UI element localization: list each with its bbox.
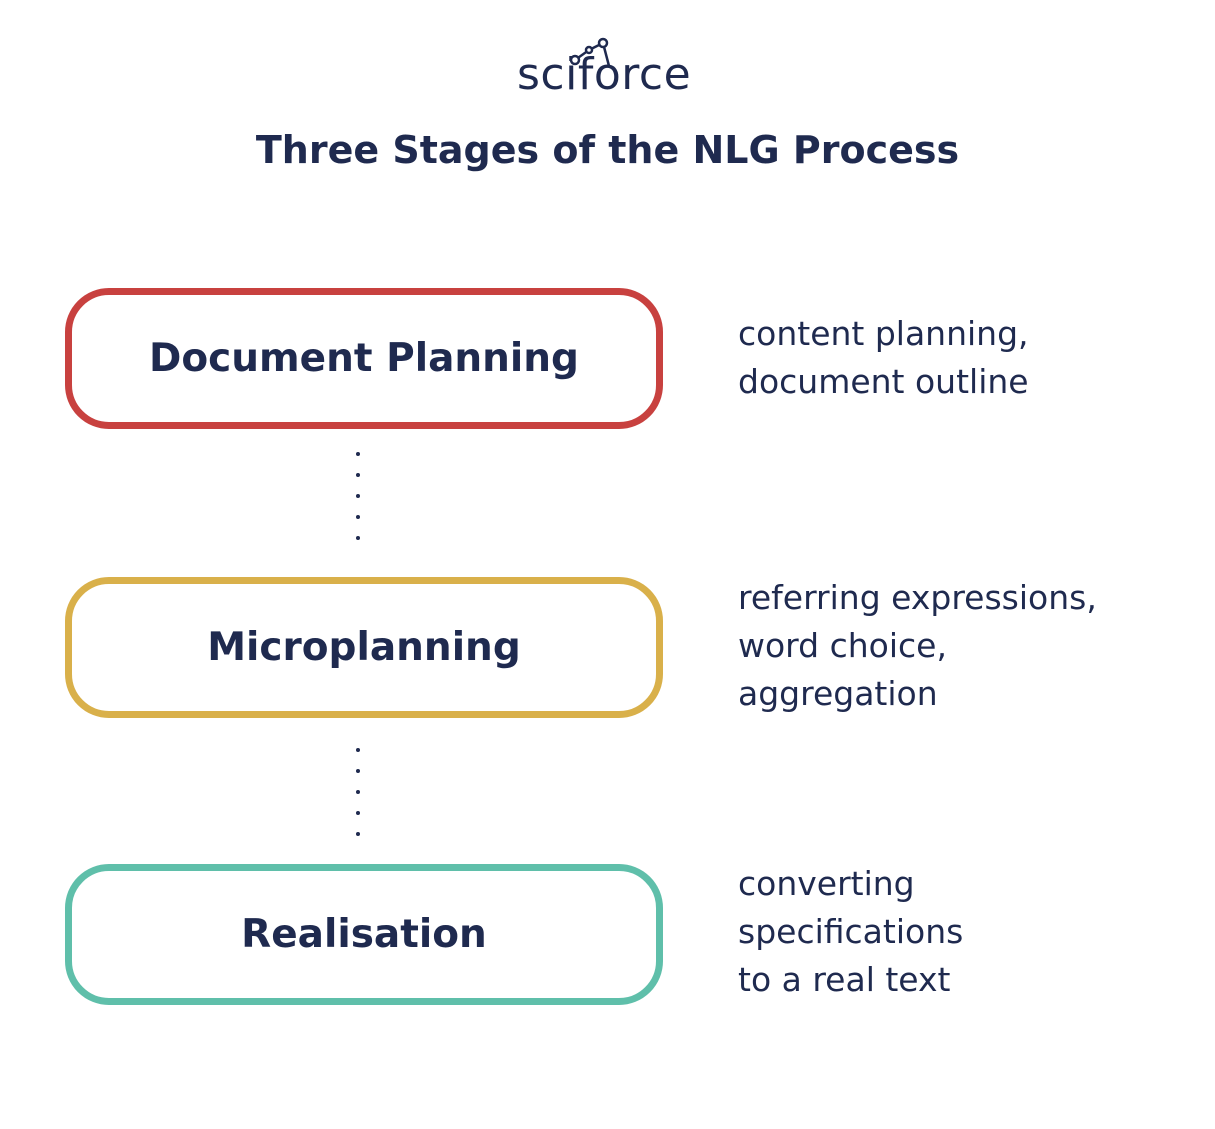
connector-dot xyxy=(356,790,360,794)
description-line: specifications xyxy=(738,912,964,951)
stage-description-microplanning: referring expressions, word choice, aggr… xyxy=(738,574,1097,718)
connector-dot xyxy=(356,832,360,836)
stage-label-microplanning: Microplanning xyxy=(207,624,521,670)
stage-box-document-planning: Document Planning xyxy=(65,288,663,429)
description-line: document outline xyxy=(738,362,1029,401)
logo-wordmark: sciforce xyxy=(517,49,692,100)
diagram-title: Three Stages of the NLG Process xyxy=(255,128,960,172)
sciforce-logo: sciforce xyxy=(505,36,720,106)
stage-description-document-planning: content planning, document outline xyxy=(738,310,1029,406)
stage-label-realisation: Realisation xyxy=(241,911,487,957)
description-line: content planning, xyxy=(738,314,1029,353)
dotted-connector xyxy=(355,452,361,548)
connector-dot xyxy=(356,494,360,498)
stage-description-realisation: converting specifications to a real text xyxy=(738,860,963,1004)
description-line: to a real text xyxy=(738,960,951,999)
connector-dot xyxy=(356,452,360,456)
stage-box-microplanning: Microplanning xyxy=(65,577,663,718)
stage-box-realisation: Realisation xyxy=(65,864,663,1005)
description-line: converting xyxy=(738,864,915,903)
connector-dot xyxy=(356,473,360,477)
connector-dot xyxy=(356,811,360,815)
description-line: aggregation xyxy=(738,674,938,713)
connector-dot xyxy=(356,769,360,773)
description-line: word choice, xyxy=(738,626,947,665)
dotted-connector xyxy=(355,748,361,844)
description-line: referring expressions, xyxy=(738,578,1097,617)
connector-dot xyxy=(356,748,360,752)
connector-dot xyxy=(356,536,360,540)
stage-label-document-planning: Document Planning xyxy=(149,335,579,381)
network-nodes-icon xyxy=(569,37,611,67)
connector-dot xyxy=(356,515,360,519)
